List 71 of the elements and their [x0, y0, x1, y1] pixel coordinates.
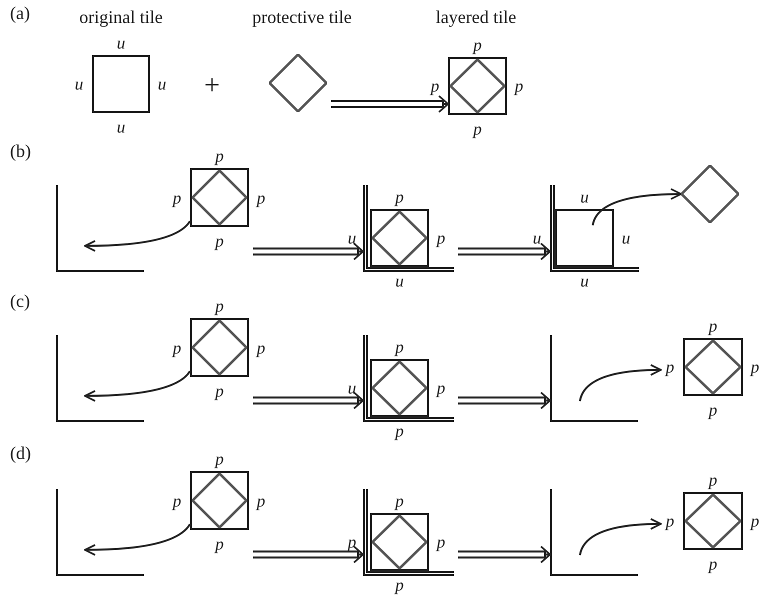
- corner-walls: [56, 185, 144, 272]
- side-letter: p: [215, 148, 224, 164]
- panel-label: (a): [10, 4, 30, 22]
- side-letter: p: [666, 358, 674, 376]
- side-letter: p: [215, 298, 224, 314]
- side-letter: p: [708, 472, 718, 488]
- panel-label: (c): [10, 292, 30, 310]
- side-letter: p: [395, 576, 404, 594]
- corner-walls: [56, 335, 144, 422]
- double-arrow: [252, 546, 364, 564]
- curved-arrow: [578, 518, 662, 556]
- side-letter: p: [395, 188, 404, 206]
- double-arrow: [457, 242, 551, 260]
- side-letter: p: [172, 189, 182, 206]
- side-letter: p: [514, 78, 524, 94]
- side-letter: u: [116, 118, 126, 136]
- curved-arrow: [84, 370, 191, 402]
- side-letter: p: [750, 512, 760, 530]
- side-letter: p: [708, 318, 718, 334]
- curved-arrow: [592, 188, 682, 226]
- side-letter: p: [172, 492, 182, 509]
- side-letter: p: [256, 339, 266, 356]
- side-letter: p: [172, 339, 182, 356]
- side-letter: p: [215, 536, 224, 552]
- side-letter: p: [215, 450, 224, 468]
- tile-caption: protective tile: [252, 8, 352, 26]
- side-letter: p: [395, 422, 404, 440]
- side-letter: u: [395, 272, 404, 290]
- side-letter: p: [215, 232, 224, 250]
- side-letter: u: [622, 230, 630, 246]
- side-letter: u: [348, 230, 356, 246]
- side-letter: p: [436, 380, 446, 396]
- diamond-tile: [269, 54, 327, 112]
- side-letter: p: [395, 338, 404, 356]
- side-letter: p: [473, 120, 482, 138]
- double-arrow: [457, 392, 551, 410]
- curved-arrow: [84, 524, 191, 556]
- side-letter: p: [215, 382, 224, 400]
- double-arrow: [252, 242, 364, 260]
- side-letter: u: [74, 76, 84, 92]
- side-letter: u: [158, 76, 166, 92]
- panel-label: (b): [10, 142, 31, 160]
- double-arrow: [457, 546, 551, 564]
- side-letter: p: [430, 78, 440, 94]
- panel-label: (d): [10, 444, 31, 462]
- side-letter: p: [750, 358, 760, 376]
- side-letter: u: [348, 380, 356, 396]
- corner-walls: [550, 489, 638, 576]
- diamond-tile: [681, 165, 739, 223]
- side-letter: p: [473, 36, 482, 54]
- side-letter: u: [116, 34, 126, 52]
- side-letter: p: [708, 402, 718, 418]
- plus-sign: +: [204, 72, 220, 100]
- double-arrow: [252, 392, 364, 410]
- curved-arrow: [84, 220, 191, 252]
- corner-walls: [56, 489, 144, 576]
- double-arrow: [330, 95, 449, 113]
- side-letter: p: [436, 534, 446, 550]
- curved-arrow: [578, 364, 662, 402]
- side-letter: u: [580, 188, 589, 206]
- side-letter: p: [708, 556, 718, 572]
- tile-caption: layered tile: [436, 8, 516, 26]
- side-letter: p: [256, 492, 266, 509]
- side-letter: u: [580, 272, 589, 290]
- side-letter: p: [436, 230, 446, 246]
- side-letter: p: [256, 189, 266, 206]
- side-letter: u: [532, 230, 542, 246]
- side-letter: p: [666, 512, 674, 530]
- corner-walls: [550, 335, 638, 422]
- side-letter: p: [395, 492, 404, 510]
- tile-caption: original tile: [79, 8, 163, 26]
